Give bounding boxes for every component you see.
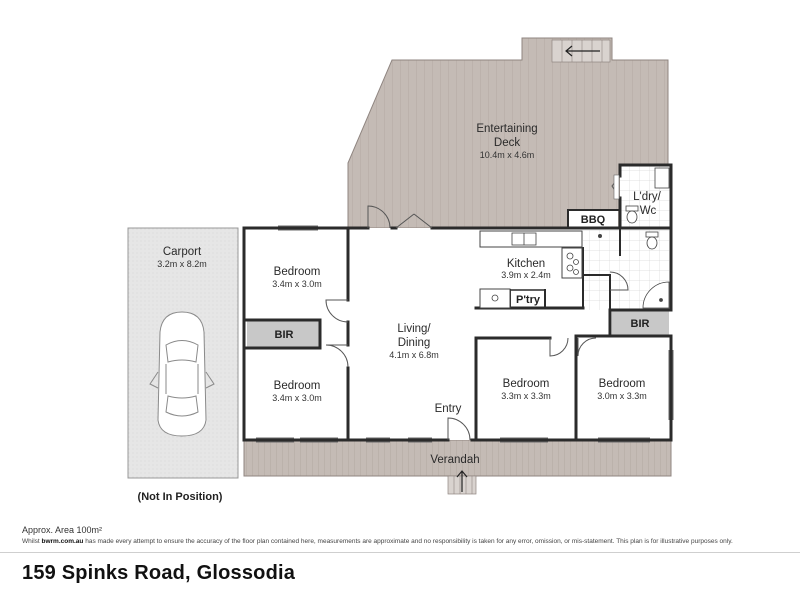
- doors: [325, 175, 629, 441]
- bedroom1-name: Bedroom: [274, 266, 321, 278]
- bedroom4-name: Bedroom: [599, 378, 646, 390]
- entertaining-deck: Entertaining Deck 10.4m x 4.6m: [347, 37, 669, 229]
- basin-icon: [598, 234, 602, 238]
- disclaimer-pre: Whilst: [22, 538, 42, 545]
- kitchen-name: Kitchen: [507, 258, 545, 270]
- approx-area: Approx. Area 100m²: [22, 525, 103, 535]
- bedroom3-dims: 3.3m x 3.3m: [501, 391, 551, 401]
- bbq-fill: [568, 210, 618, 228]
- pantry-label: P'try: [516, 294, 541, 306]
- living-name-line2: Dining: [398, 337, 431, 349]
- bbq-label: BBQ: [581, 214, 606, 226]
- entry-arrow-icon: [456, 470, 468, 492]
- shower-icon: [642, 281, 670, 309]
- divider: [0, 552, 800, 553]
- laundry-name-line1: L'dry/: [633, 191, 662, 203]
- carport-name: Carport: [163, 246, 202, 258]
- deck-dims: 10.4m x 4.6m: [480, 150, 535, 160]
- bir-right-label: BIR: [631, 318, 650, 330]
- kitchen-dims: 3.9m x 2.4m: [501, 270, 551, 280]
- verandah: Verandah: [243, 439, 672, 495]
- laundry-name-line2: Wc: [640, 205, 657, 217]
- disclaimer-post: has made every attempt to ensure the acc…: [83, 538, 733, 545]
- bedroom3-name: Bedroom: [503, 378, 550, 390]
- deck-name-line2: Deck: [494, 137, 520, 149]
- entry-label: Entry: [435, 403, 462, 415]
- living-name-line1: Living/: [397, 323, 431, 335]
- toilet-icon: [625, 205, 659, 250]
- bedroom4-dims: 3.0m x 3.3m: [597, 391, 647, 401]
- bir-right-fill: [612, 311, 669, 336]
- property-address: 159 Spinks Road, Glossodia: [22, 562, 296, 584]
- stove-icon: [566, 252, 579, 275]
- floor-plan: Entertaining Deck 10.4m x 4.6m Carport 3…: [127, 37, 674, 503]
- bedroom2-name: Bedroom: [274, 380, 321, 392]
- carport: Carport 3.2m x 8.2m (Not In Position): [127, 227, 239, 503]
- bir-left-label: BIR: [275, 329, 294, 341]
- laundry-fixtures: L'dry/ Wc: [598, 167, 670, 309]
- kitchen-fixtures: Kitchen 3.9m x 2.4m P'try: [479, 230, 583, 309]
- disclaimer-brand: bwrm.com.au: [41, 538, 84, 545]
- bedroom2-dims: 3.4m x 3.0m: [272, 393, 322, 403]
- house-floor: [244, 165, 671, 440]
- living-dims: 4.1m x 6.8m: [389, 350, 439, 360]
- bir-left-fill: [247, 321, 320, 347]
- deck-name-line1: Entertaining: [476, 123, 537, 135]
- sink-icon: [511, 232, 537, 246]
- walls: [242, 163, 673, 442]
- carport-dims: 3.2m x 8.2m: [157, 259, 207, 269]
- windows: [256, 225, 674, 443]
- disclaimer: Whilst bwrm.com.au has made every attemp…: [22, 538, 782, 545]
- car-icon: [149, 311, 215, 437]
- verandah-label: Verandah: [430, 454, 479, 466]
- stairs-arrow-icon: [551, 39, 611, 63]
- not-in-position-label: (Not In Position): [138, 491, 223, 503]
- bedroom1-dims: 3.4m x 3.0m: [272, 279, 322, 289]
